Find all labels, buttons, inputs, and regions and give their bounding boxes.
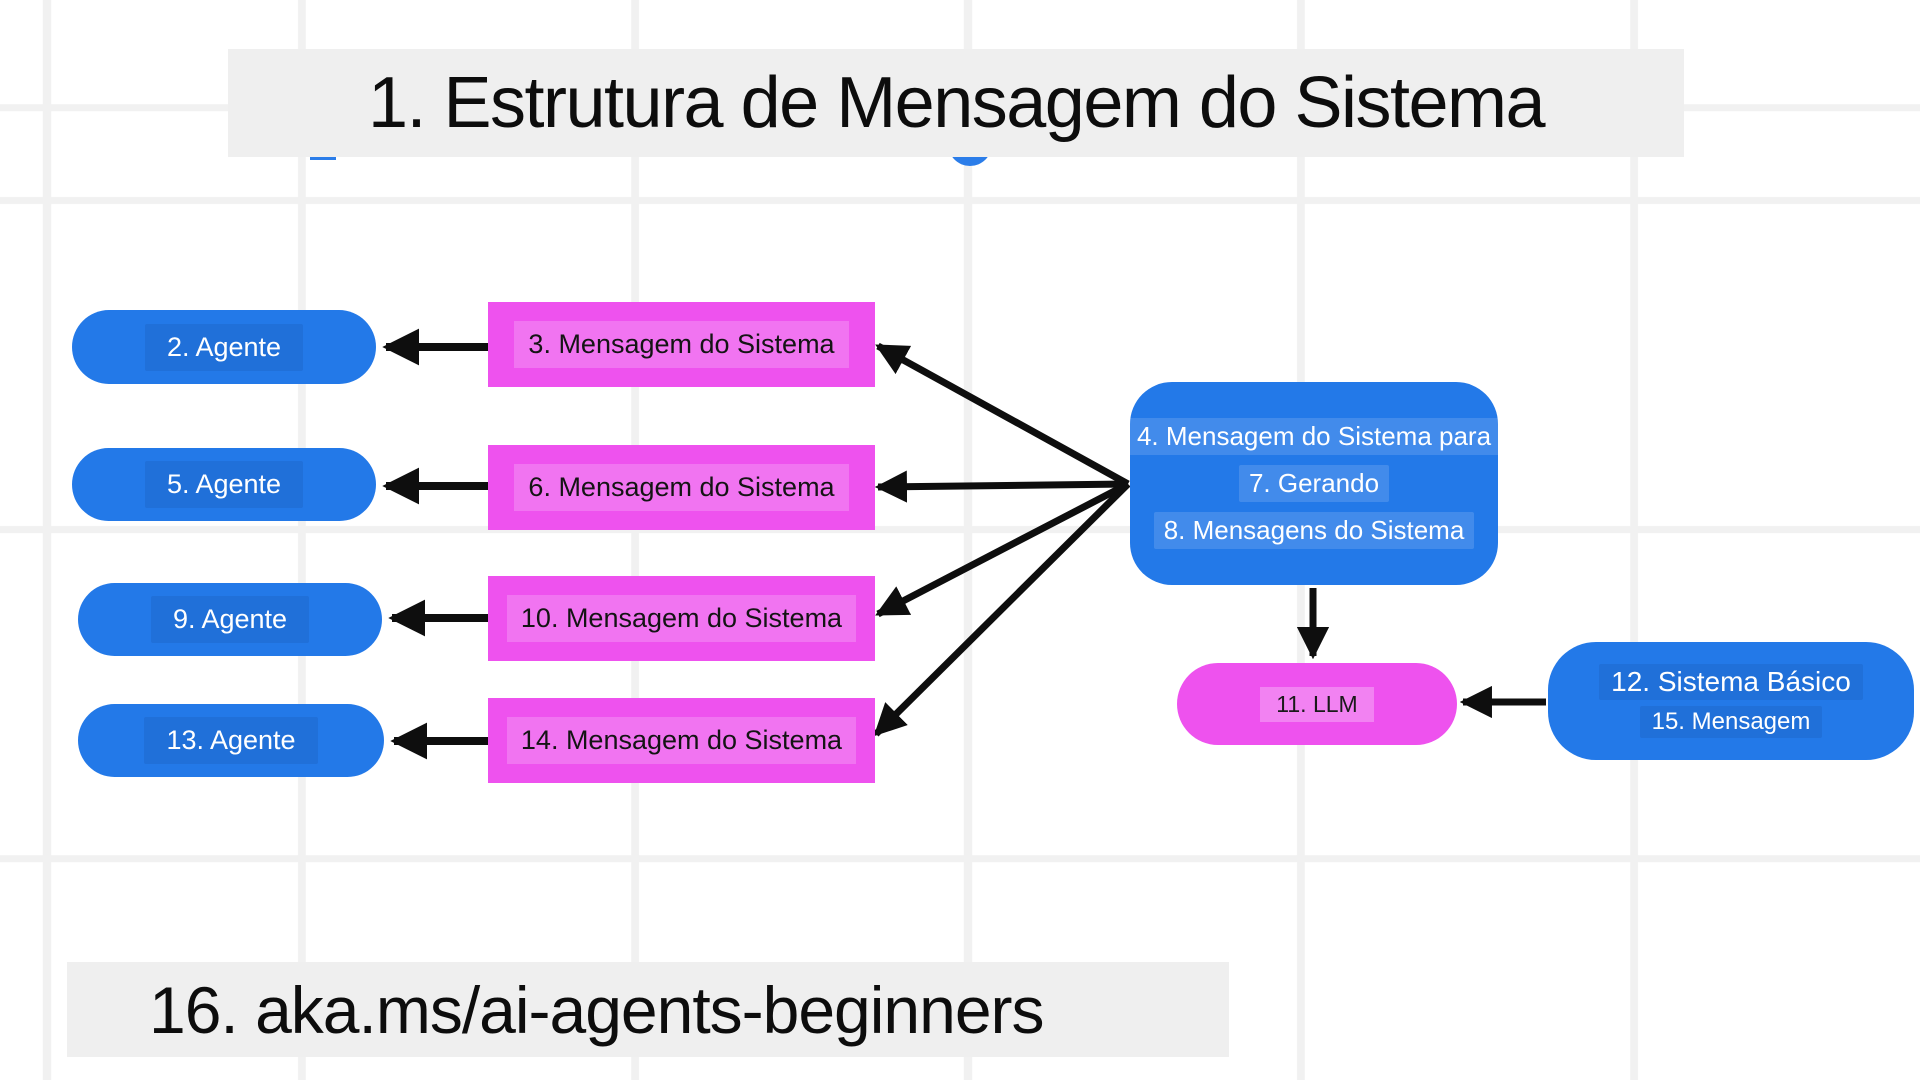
footer-link-text: 16. aka.ms/ai-agents-beginners [149,972,1045,1047]
agent-node-9: 9. Agente [78,583,382,656]
arrow-hub-to-msg3 [875,342,1130,488]
basic-system-node-line-2: 15. Mensagem [1639,706,1823,738]
basic-system-node-line-1: 12. Sistema Básico [1599,664,1863,700]
title-text: 1. Estrutura de Mensagem do Sistema [367,63,1546,143]
system-message-node-14: 14. Mensagem do Sistema [488,698,875,783]
title-banner: 1. Estrutura de Mensagem do Sistema [228,49,1684,157]
generator-node-line-3: 8. Mensagens do Sistema [1153,512,1475,549]
agent-node-13-label: 13. Agente [144,717,318,764]
agent-node-13: 13. Agente [78,704,384,777]
system-message-node-3-label: 3. Mensagem do Sistema [514,321,849,368]
arrow-hub-to-msg14 [873,481,1131,737]
system-message-node-6-label: 6. Mensagem do Sistema [514,464,849,511]
arrow-hub-to-msg10 [875,480,1130,618]
generator-node-line-2: 7. Gerando [1238,465,1390,502]
system-message-node-10: 10. Mensagem do Sistema [488,576,875,661]
agent-node-5-label: 5. Agente [144,461,304,508]
agent-node-2-label: 2. Agente [144,323,304,371]
generator-node-line-1: 4. Mensagem do Sistema para [1126,418,1502,455]
system-message-node-10-label: 10. Mensagem do Sistema [506,595,857,642]
agent-node-9-label: 9. Agente [150,596,310,643]
generator-node: 4. Mensagem do Sistema para 7. Gerando 8… [1126,382,1502,585]
agent-node-5: 5. Agente [72,448,376,521]
footer-banner: 16. aka.ms/ai-agents-beginners [67,962,1229,1057]
agent-node-2: 2. Agente [72,310,376,384]
arrow-hub-to-msg6 [874,470,1129,503]
system-message-node-14-label: 14. Mensagem do Sistema [506,717,857,764]
blue-underline-artifact [310,156,336,160]
system-message-node-3: 3. Mensagem do Sistema [488,302,875,387]
system-message-node-6: 6. Mensagem do Sistema [488,445,875,530]
basic-system-node: 12. Sistema Básico 15. Mensagem [1548,642,1914,760]
llm-node-label: 11. LLM [1260,686,1374,722]
llm-node: 11. LLM [1177,663,1457,745]
